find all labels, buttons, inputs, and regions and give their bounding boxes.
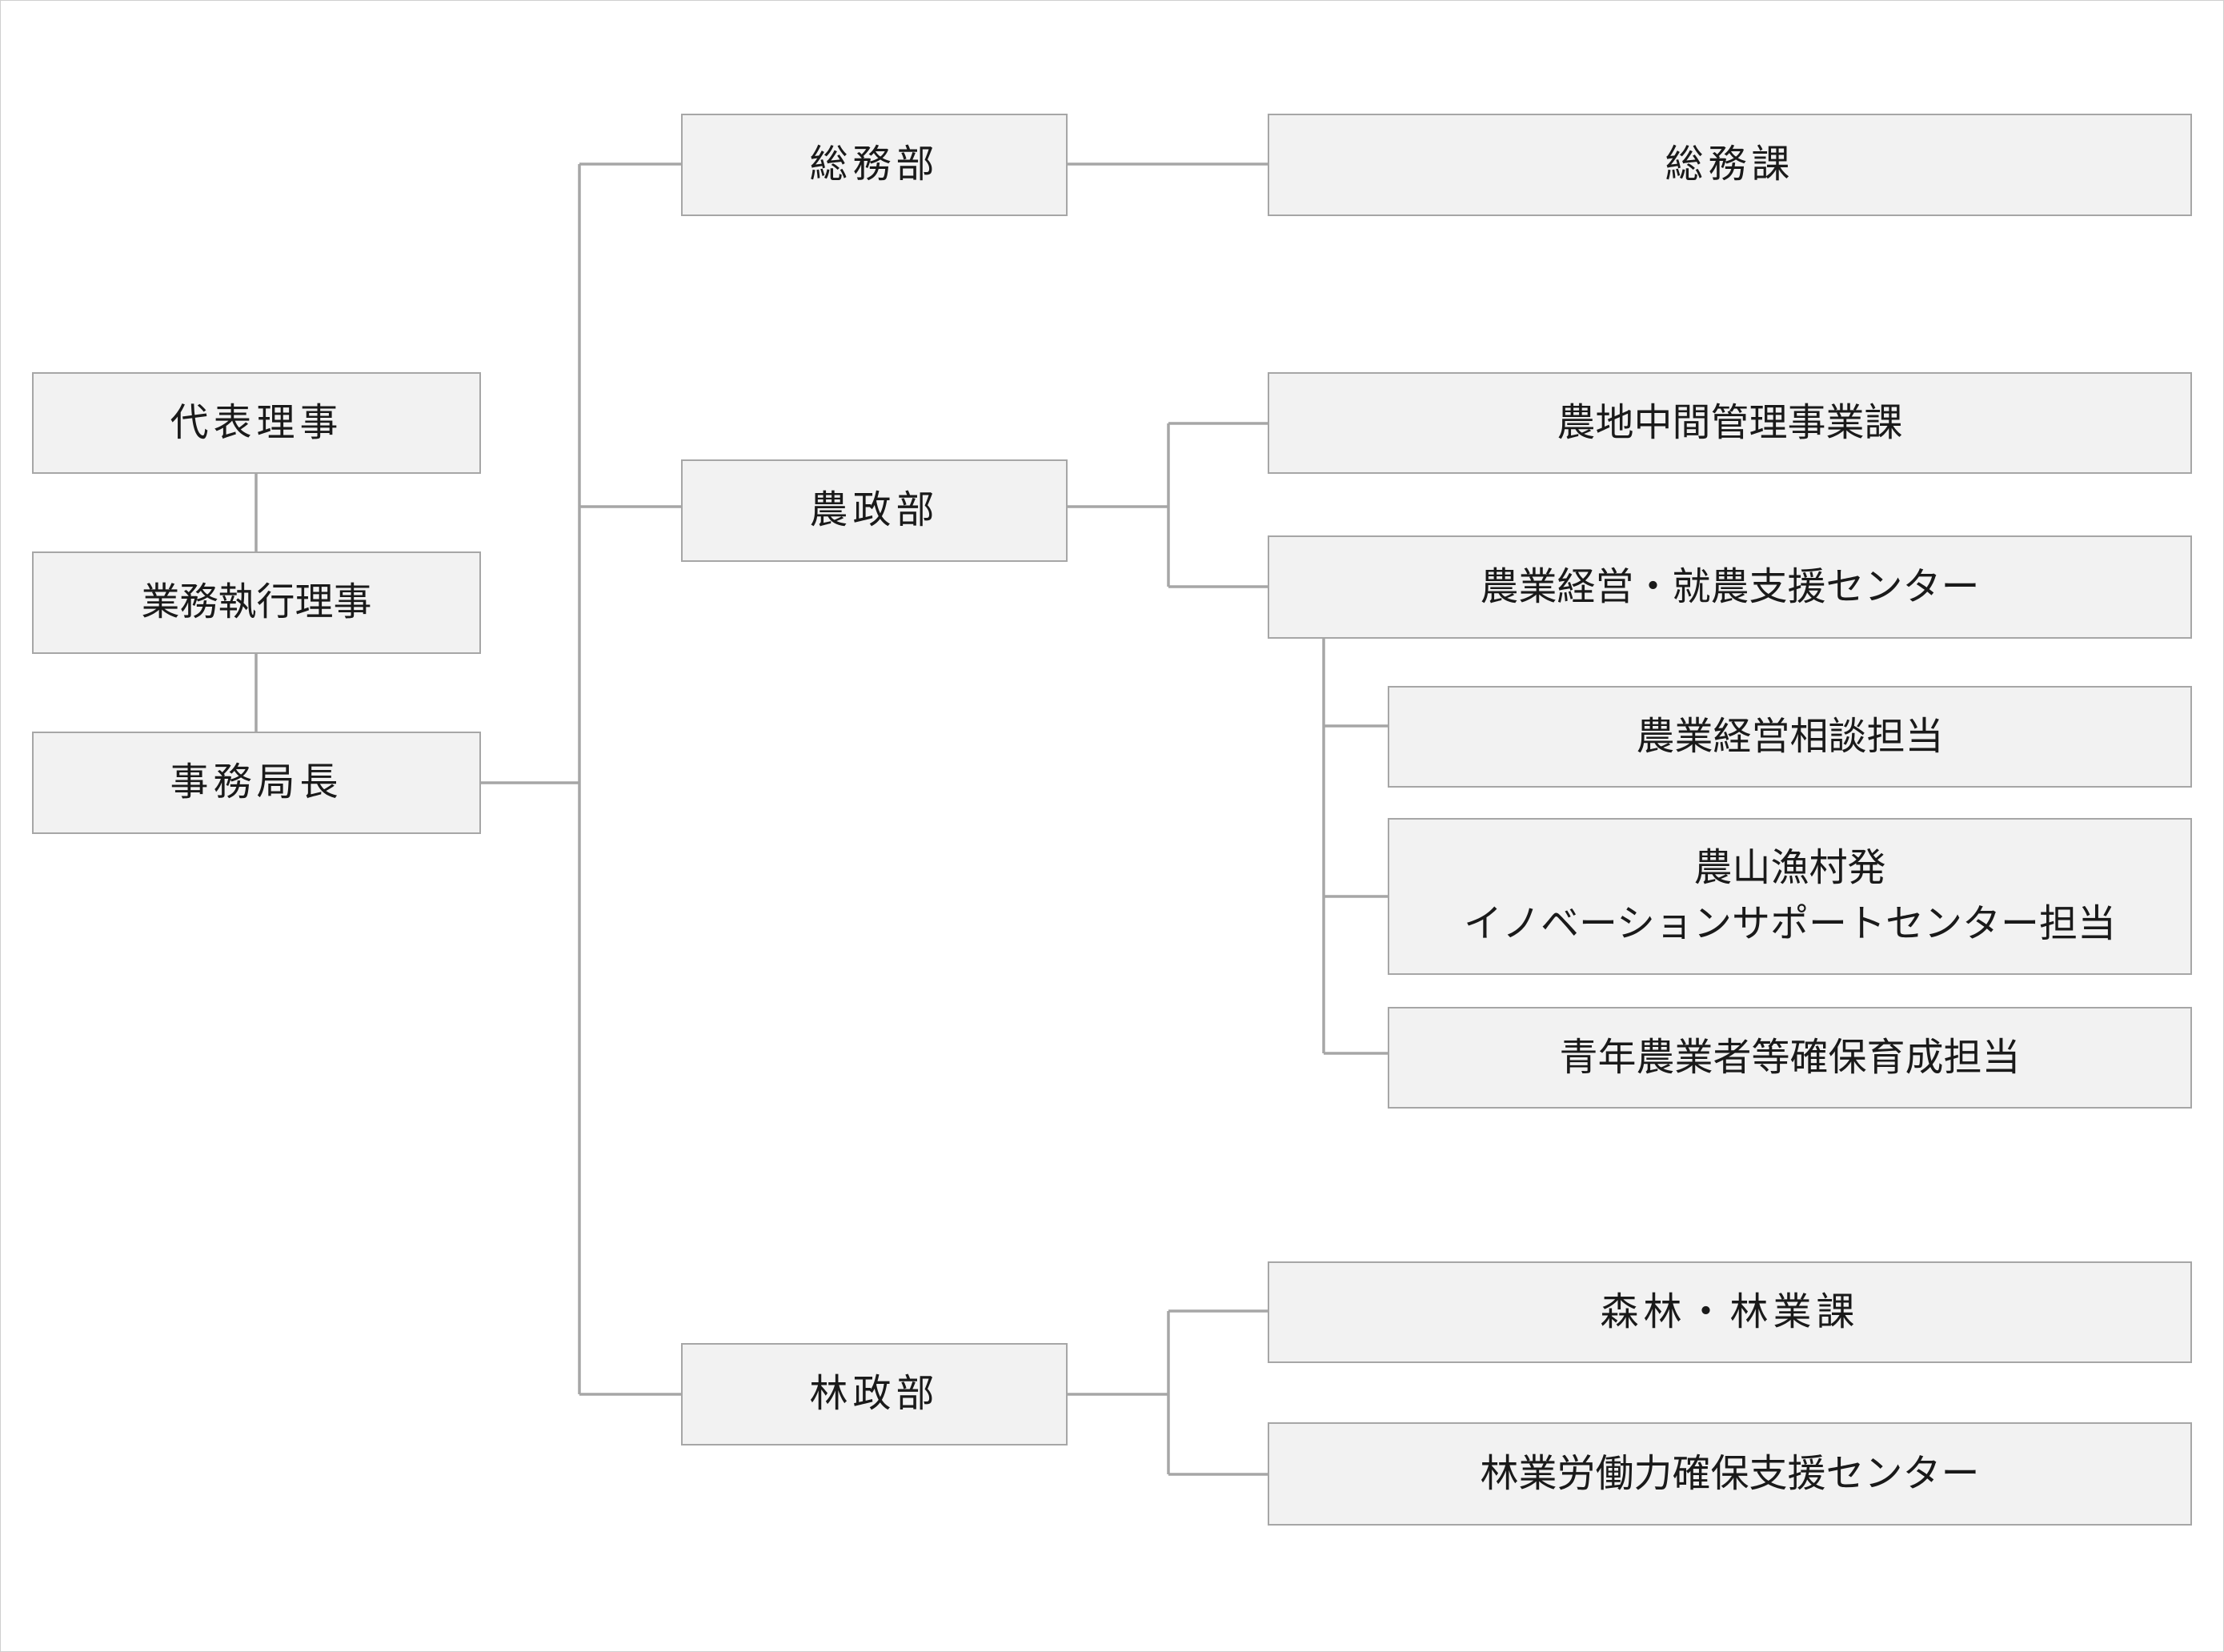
forestry-section-box: 森林・林業課	[1268, 1261, 2192, 1363]
agri-policy-dept-label: 農政部	[809, 487, 940, 533]
general-affairs-dept-box: 総務部	[681, 114, 1068, 216]
forestry-policy-dept-label: 林政部	[809, 1371, 940, 1417]
secretary-general-box: 事務局長	[32, 732, 481, 834]
agri-policy-dept-box: 農政部	[681, 459, 1068, 562]
labor-support-center-box: 林業労働力確保支援センター	[1268, 1422, 2192, 1526]
forestry-section-label: 森林・林業課	[1600, 1289, 1860, 1334]
general-affairs-dept-label: 総務部	[809, 142, 940, 187]
chairman-box: 代表理事	[32, 372, 481, 474]
secretary-general-label: 事務局長	[170, 760, 343, 805]
innovation-unit-box: 農山漁村発 イノベーションサポートセンター担当	[1388, 818, 2192, 975]
consultation-unit-box: 農業経営相談担当	[1388, 686, 2192, 788]
young-farmers-unit-label: 青年農業者等確保育成担当	[1559, 1034, 2021, 1080]
farmland-management-section-label: 農地中間管理事業課	[1557, 399, 1903, 445]
farm-support-center-box: 農業経営・就農支援センター	[1268, 535, 2192, 639]
general-affairs-section-label: 総務課	[1665, 142, 1795, 187]
innovation-unit-label-line2: イノベーションサポートセンター担当	[1463, 901, 2117, 946]
young-farmers-unit-box: 青年農業者等確保育成担当	[1388, 1007, 2192, 1109]
farmland-management-section-box: 農地中間管理事業課	[1268, 372, 2192, 474]
labor-support-center-label: 林業労働力確保支援センター	[1480, 1450, 1980, 1496]
innovation-unit-label-line1: 農山漁村発	[1693, 845, 1886, 891]
consultation-unit-label: 農業経営相談担当	[1636, 713, 1944, 759]
executive-director-box: 業務執行理事	[32, 551, 481, 654]
chairman-label: 代表理事	[170, 399, 343, 445]
farm-support-center-label: 農業経営・就農支援センター	[1480, 563, 1980, 609]
general-affairs-section-box: 総務課	[1268, 114, 2192, 216]
executive-director-label: 業務執行理事	[141, 579, 372, 625]
forestry-policy-dept-box: 林政部	[681, 1343, 1068, 1446]
